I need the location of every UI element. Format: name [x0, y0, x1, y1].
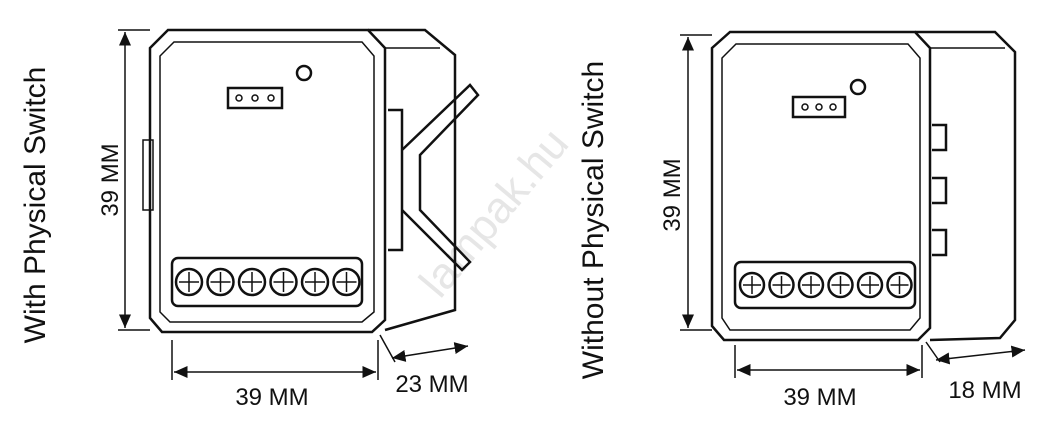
- screw-slot-icon: [336, 272, 357, 292]
- left-title: With Physical Switch: [19, 67, 52, 344]
- screw-slot-icon: [890, 276, 909, 294]
- screw-slot-icon: [210, 272, 231, 292]
- terminal-screw: [269, 267, 298, 297]
- watermark: lampak.hu: [410, 119, 578, 306]
- device-without-switch: Without Physical Switch 39 MM 39 MM 18 M…: [577, 30, 1026, 411]
- terminal-screw: [827, 271, 854, 299]
- led-hole: [295, 64, 313, 82]
- screw-slot-icon: [802, 276, 820, 294]
- right-width-label: 39 MM: [783, 384, 856, 411]
- terminal-screw: [174, 267, 204, 297]
- right-height-label: 39 MM: [659, 158, 686, 231]
- left-height-label: 39 MM: [97, 143, 124, 216]
- screw-slot-icon: [273, 272, 294, 292]
- terminal-block: [170, 256, 364, 308]
- left-depth-label: 23 MM: [395, 371, 468, 398]
- left-width-label: 39 MM: [235, 384, 308, 411]
- connector: [226, 86, 284, 110]
- terminal-screw: [738, 271, 766, 299]
- device-with-switch: With Physical Switch 39 MM 39 MM 23 MM: [19, 28, 480, 411]
- terminal-screw: [797, 271, 825, 299]
- screw-slot-icon: [305, 272, 325, 292]
- terminal-block: [733, 260, 917, 310]
- screw-slot-icon: [743, 276, 761, 294]
- screw-slot-icon: [242, 272, 262, 292]
- terminal-screw: [856, 271, 884, 299]
- terminal-screw: [300, 267, 330, 297]
- right-title: Without Physical Switch: [577, 61, 610, 379]
- side-button: [142, 139, 154, 211]
- connector: [791, 95, 847, 119]
- right-depth-label: 18 MM: [948, 377, 1021, 404]
- terminal-screw: [886, 271, 913, 299]
- screw-slot-icon: [772, 276, 791, 294]
- terminal-screw: [237, 267, 267, 297]
- terminal-screw: [768, 271, 795, 299]
- screw-slot-icon: [861, 276, 879, 294]
- led-hole: [849, 78, 867, 96]
- switch-bracket: [401, 83, 480, 272]
- terminal-screw: [206, 267, 235, 297]
- terminal-screw: [332, 267, 361, 297]
- screw-slot-icon: [831, 276, 850, 294]
- screw-slot-icon: [179, 272, 199, 292]
